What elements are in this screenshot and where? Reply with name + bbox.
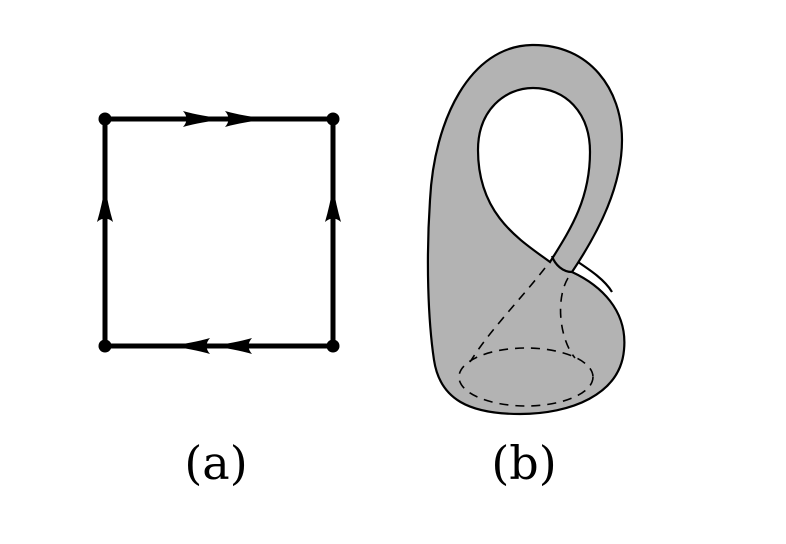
arrow-right-icon: [225, 111, 270, 127]
panel-a-square: [97, 111, 341, 354]
vertex-dot: [326, 112, 340, 126]
panel-b-klein-bottle: [426, 43, 626, 416]
arrow-left-icon: [210, 338, 252, 354]
arrow-right-icon: [183, 111, 228, 127]
body-contour: [577, 261, 613, 293]
vertex-dot: [326, 339, 340, 353]
vertex-dot: [98, 112, 112, 126]
arrow-up-icon: [97, 186, 113, 222]
tube-end-rim: [550, 255, 573, 274]
klein-bottle-surface: [426, 43, 626, 416]
arrow-left-icon: [168, 338, 210, 354]
hidden-ellipse: [458, 347, 594, 407]
hidden-line-right: [559, 277, 576, 359]
panel-b-label: (b): [491, 436, 557, 490]
panel-a-label: (a): [184, 436, 248, 490]
vertex-dot: [98, 339, 112, 353]
arrow-up-icon: [325, 186, 341, 222]
